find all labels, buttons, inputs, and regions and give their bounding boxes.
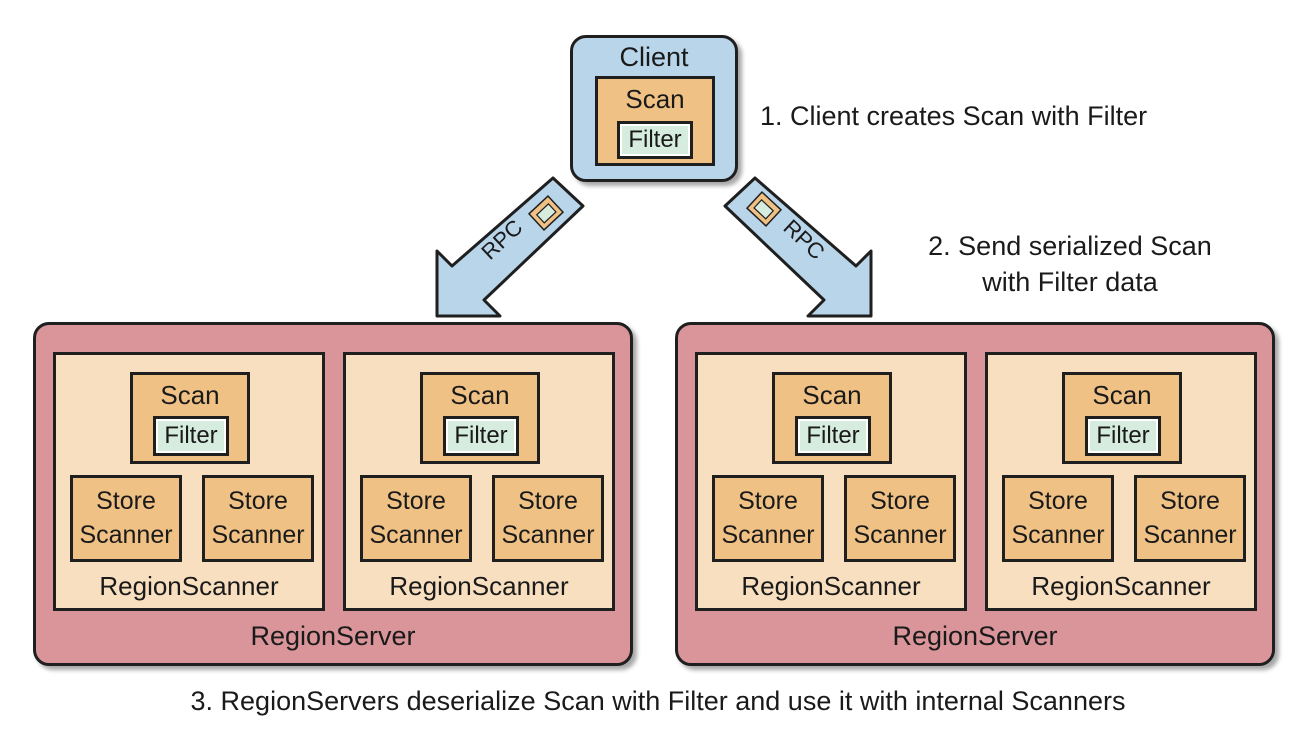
- serialized-scan-icon: [745, 191, 783, 227]
- store-scanner-line-2: Scanner: [79, 521, 173, 549]
- filter-box: Filter: [443, 416, 519, 456]
- store-scanner-line-1: Store: [96, 487, 156, 515]
- step-3-label: 3. RegionServers deserialize Scan with F…: [190, 686, 1126, 716]
- region-scanner-label: RegionScanner: [1031, 571, 1211, 601]
- scan-box: Scan Filter: [1062, 372, 1182, 464]
- store-scanner-box: Store Scanner: [360, 475, 472, 562]
- region-scanner-label: RegionScanner: [99, 571, 279, 601]
- filter-box: Filter: [795, 416, 871, 456]
- step-1-label: 1. Client creates Scan with Filter: [760, 101, 1148, 131]
- scan-label: Scan: [1092, 380, 1152, 410]
- rpc-arrow-right: RPC: [723, 176, 873, 318]
- region-server-label: RegionServer: [892, 621, 1058, 651]
- store-scanner-line-1: Store: [1160, 487, 1220, 515]
- client-title: Client: [619, 42, 689, 72]
- region-scanner-box: Scan Filter Store Scanner Store Scanner …: [985, 352, 1257, 611]
- client-scan-box: Scan Filter: [595, 76, 715, 166]
- store-scanner-line-1: Store: [386, 487, 446, 515]
- region-scanner-label: RegionScanner: [389, 571, 569, 601]
- store-scanner-box: Store Scanner: [712, 475, 824, 562]
- step-2-label: 2. Send serialized Scan with Filter data: [900, 228, 1240, 300]
- region-server-left: Scan Filter Store Scanner Store Scanner …: [33, 322, 633, 666]
- scan-label: Scan: [802, 380, 862, 410]
- store-scanner-line-2: Scanner: [211, 521, 305, 549]
- client-filter-box: Filter: [617, 121, 693, 159]
- store-scanner-line-1: Store: [870, 487, 930, 515]
- scan-box: Scan Filter: [130, 372, 250, 464]
- store-scanner-line-1: Store: [1028, 487, 1088, 515]
- store-scanner-line-2: Scanner: [501, 521, 595, 549]
- scan-box: Scan Filter: [420, 372, 540, 464]
- region-scanner-box: Scan Filter Store Scanner Store Scanner …: [343, 352, 615, 611]
- store-scanner-line-2: Scanner: [721, 521, 815, 549]
- scan-label: Scan: [160, 380, 220, 410]
- filter-box: Filter: [153, 416, 229, 456]
- store-scanner-line-1: Store: [518, 487, 578, 515]
- store-scanner-box: Store Scanner: [1134, 475, 1246, 562]
- scan-box: Scan Filter: [772, 372, 892, 464]
- store-scanner-box: Store Scanner: [844, 475, 956, 562]
- store-scanner-line-1: Store: [228, 487, 288, 515]
- store-scanner-box: Store Scanner: [202, 475, 314, 562]
- store-scanner-line-2: Scanner: [369, 521, 463, 549]
- store-scanner-line-2: Scanner: [1143, 521, 1237, 549]
- region-scanner-label: RegionScanner: [741, 571, 921, 601]
- store-scanner-box: Store Scanner: [1002, 475, 1114, 562]
- step-2-line-1: 2. Send serialized Scan: [928, 231, 1212, 261]
- region-server-right: Scan Filter Store Scanner Store Scanner …: [675, 322, 1275, 666]
- rpc-arrow-left: RPC: [435, 176, 585, 318]
- filter-box: Filter: [1085, 416, 1161, 456]
- store-scanner-line-2: Scanner: [1011, 521, 1105, 549]
- store-scanner-line-2: Scanner: [853, 521, 947, 549]
- client-box: Client Scan Filter: [570, 35, 738, 182]
- region-server-label: RegionServer: [250, 621, 416, 651]
- region-scanner-box: Scan Filter Store Scanner Store Scanner …: [695, 352, 967, 611]
- serialized-scan-icon: [527, 195, 565, 231]
- step-2-line-2: with Filter data: [982, 267, 1158, 297]
- scan-label: Scan: [450, 380, 510, 410]
- store-scanner-line-1: Store: [738, 487, 798, 515]
- store-scanner-box: Store Scanner: [70, 475, 182, 562]
- region-scanner-box: Scan Filter Store Scanner Store Scanner …: [53, 352, 325, 611]
- client-scan-label: Scan: [625, 84, 685, 114]
- store-scanner-box: Store Scanner: [492, 475, 604, 562]
